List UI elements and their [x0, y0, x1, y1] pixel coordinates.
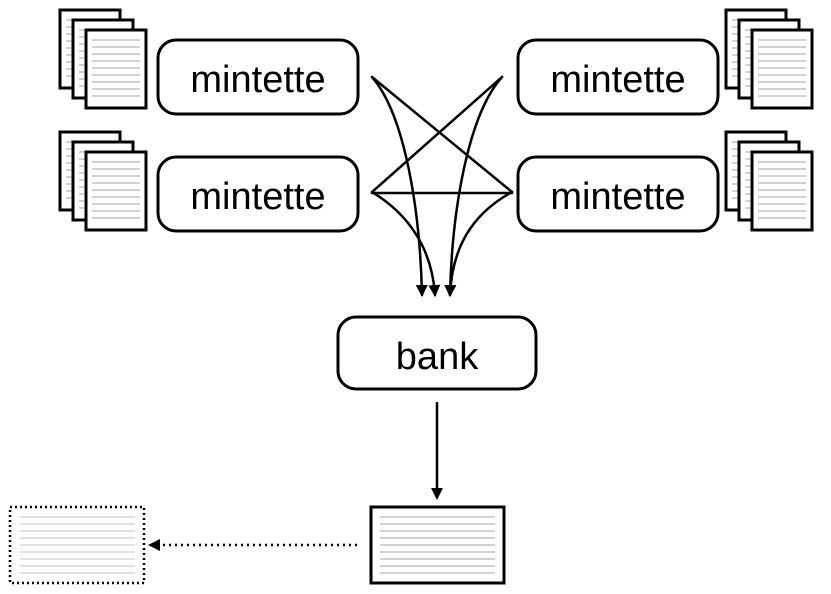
- arrow-top-left-to-bank: [370, 75, 428, 297]
- connection-top-left-to-bottom-right: [370, 75, 514, 194]
- mintette-label-bottom-left: mintette: [190, 176, 325, 218]
- mintette-cross-connections: [370, 75, 514, 195]
- mintette-node-top-left: mintette: [156, 38, 360, 116]
- mintette-label-top-left: mintette: [190, 59, 325, 101]
- arrow-top-right-to-bank: [444, 75, 504, 297]
- mintette-node-bottom-left: mintette: [156, 155, 360, 233]
- document-stack-icon-bottom-right: [724, 130, 814, 232]
- mintette-node-bottom-right: mintette: [516, 155, 720, 233]
- connection-top-right-to-bottom-left: [370, 75, 504, 194]
- arrow-bottom-left-to-bank: [370, 190, 441, 297]
- arrow-bottom-right-to-bank: [444, 190, 514, 297]
- dotted-ledger-page-icon: [8, 505, 146, 585]
- document-stack-icon-top-left: [58, 8, 148, 110]
- bank-label: bank: [396, 336, 479, 378]
- mintette-label-bottom-right: mintette: [550, 176, 685, 218]
- document-stack-icon-bottom-left: [58, 130, 148, 232]
- mintette-node-top-right: mintette: [516, 38, 720, 116]
- document-stack-icon-top-right: [724, 8, 814, 110]
- mintette-to-bank-arrows: [370, 75, 514, 297]
- ledger-page-icon: [369, 505, 506, 585]
- bank-node: bank: [336, 315, 538, 391]
- mintette-label-top-right: mintette: [550, 59, 685, 101]
